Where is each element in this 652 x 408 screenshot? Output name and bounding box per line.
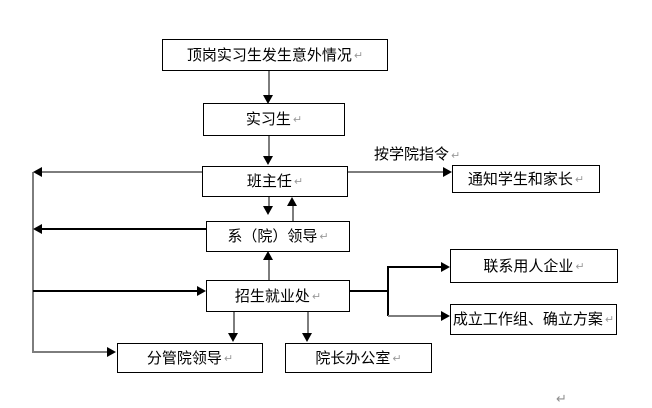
node-intern-label: 实习生 [245,110,291,128]
return-mark-icon: ↵ [392,351,402,365]
node-head-teacher: 班主任↵ [202,166,348,197]
arrowhead-left [33,224,42,234]
node-workgroup-plan: 成立工作组、确立方案↵ [450,304,617,335]
arrowhead-left [33,167,42,177]
connector-teacher-left [40,171,202,173]
node-accident-label: 顶岗实习生发生意外情况 [186,45,352,64]
return-mark-icon: ↵ [574,172,585,186]
node-admissions-label: 招生就业处 [234,286,310,305]
return-mark-icon: ↵ [451,149,461,162]
return-mark-icon: ↵ [575,259,585,273]
node-dean-office-label: 院长办公室 [315,348,391,367]
node-admissions: 招生就业处↵ [206,280,350,312]
node-vice-president-label: 分管院领导 [146,348,222,367]
node-dept-leaders-label: 系（院）领导 [227,227,318,245]
arrowhead-right [197,286,206,296]
connector-intern-teacher [268,136,270,157]
connector-left-trunk [32,172,34,353]
return-mark-icon: ↵ [292,113,303,126]
node-contact-employer: 联系用人企业↵ [450,249,618,283]
node-dept-leaders: 系（院）领导↵ [206,221,350,252]
return-mark-icon: ↵ [293,175,304,188]
connector-branch-contact [388,266,441,268]
node-notify-parents: 通知学生和家长↵ [452,165,600,193]
arrowhead-down [263,156,273,165]
node-vice-president: 分管院领导↵ [117,343,263,373]
connector-admissions-dean [307,312,309,334]
connector-right-trunk [387,266,389,316]
arrowhead-right [107,347,116,357]
edge-label-college-order: 按学院指令↵ [374,145,461,163]
arrowhead-down [228,333,238,342]
arrowhead-down [263,206,273,215]
return-mark-icon: ↵ [311,289,322,303]
return-mark-icon: ↵ [556,392,567,407]
node-accident: 顶岗实习生发生意外情况↵ [162,39,388,71]
node-workgroup-plan-label: 成立工作组、确立方案 [452,310,603,328]
return-mark-icon: ↵ [223,351,234,365]
node-dean-office: 院长办公室↵ [285,343,432,373]
arrowhead-right [443,167,452,177]
connector-teacher-dept-down [268,197,270,207]
return-mark-icon: ↵ [604,313,615,326]
connector-admissions-branch [350,290,388,292]
connector-left-admissions [33,290,198,292]
return-mark-icon: ↵ [353,48,364,62]
connector-dept-teacher-up [292,205,294,221]
connector-accident-intern [268,71,270,97]
return-mark-icon: ↵ [319,230,329,243]
connector-teacher-notify [348,171,444,173]
connector-admissions-dept-up [268,259,270,280]
connector-branch-workgroup [388,315,441,317]
node-head-teacher-label: 班主任 [246,172,292,190]
arrowhead-right [441,262,450,272]
arrowhead-up [287,197,297,206]
arrowhead-down [263,95,273,104]
node-contact-employer-label: 联系用人企业 [483,256,574,275]
connector-dept-left [40,228,206,230]
node-intern: 实习生↵ [203,103,345,136]
connector-left-vice [33,351,108,353]
arrowhead-up [263,251,273,260]
arrowhead-right [441,311,450,321]
connector-admissions-vice [233,312,235,334]
arrowhead-down [302,333,312,342]
node-notify-parents-label: 通知学生和家长 [467,169,573,188]
